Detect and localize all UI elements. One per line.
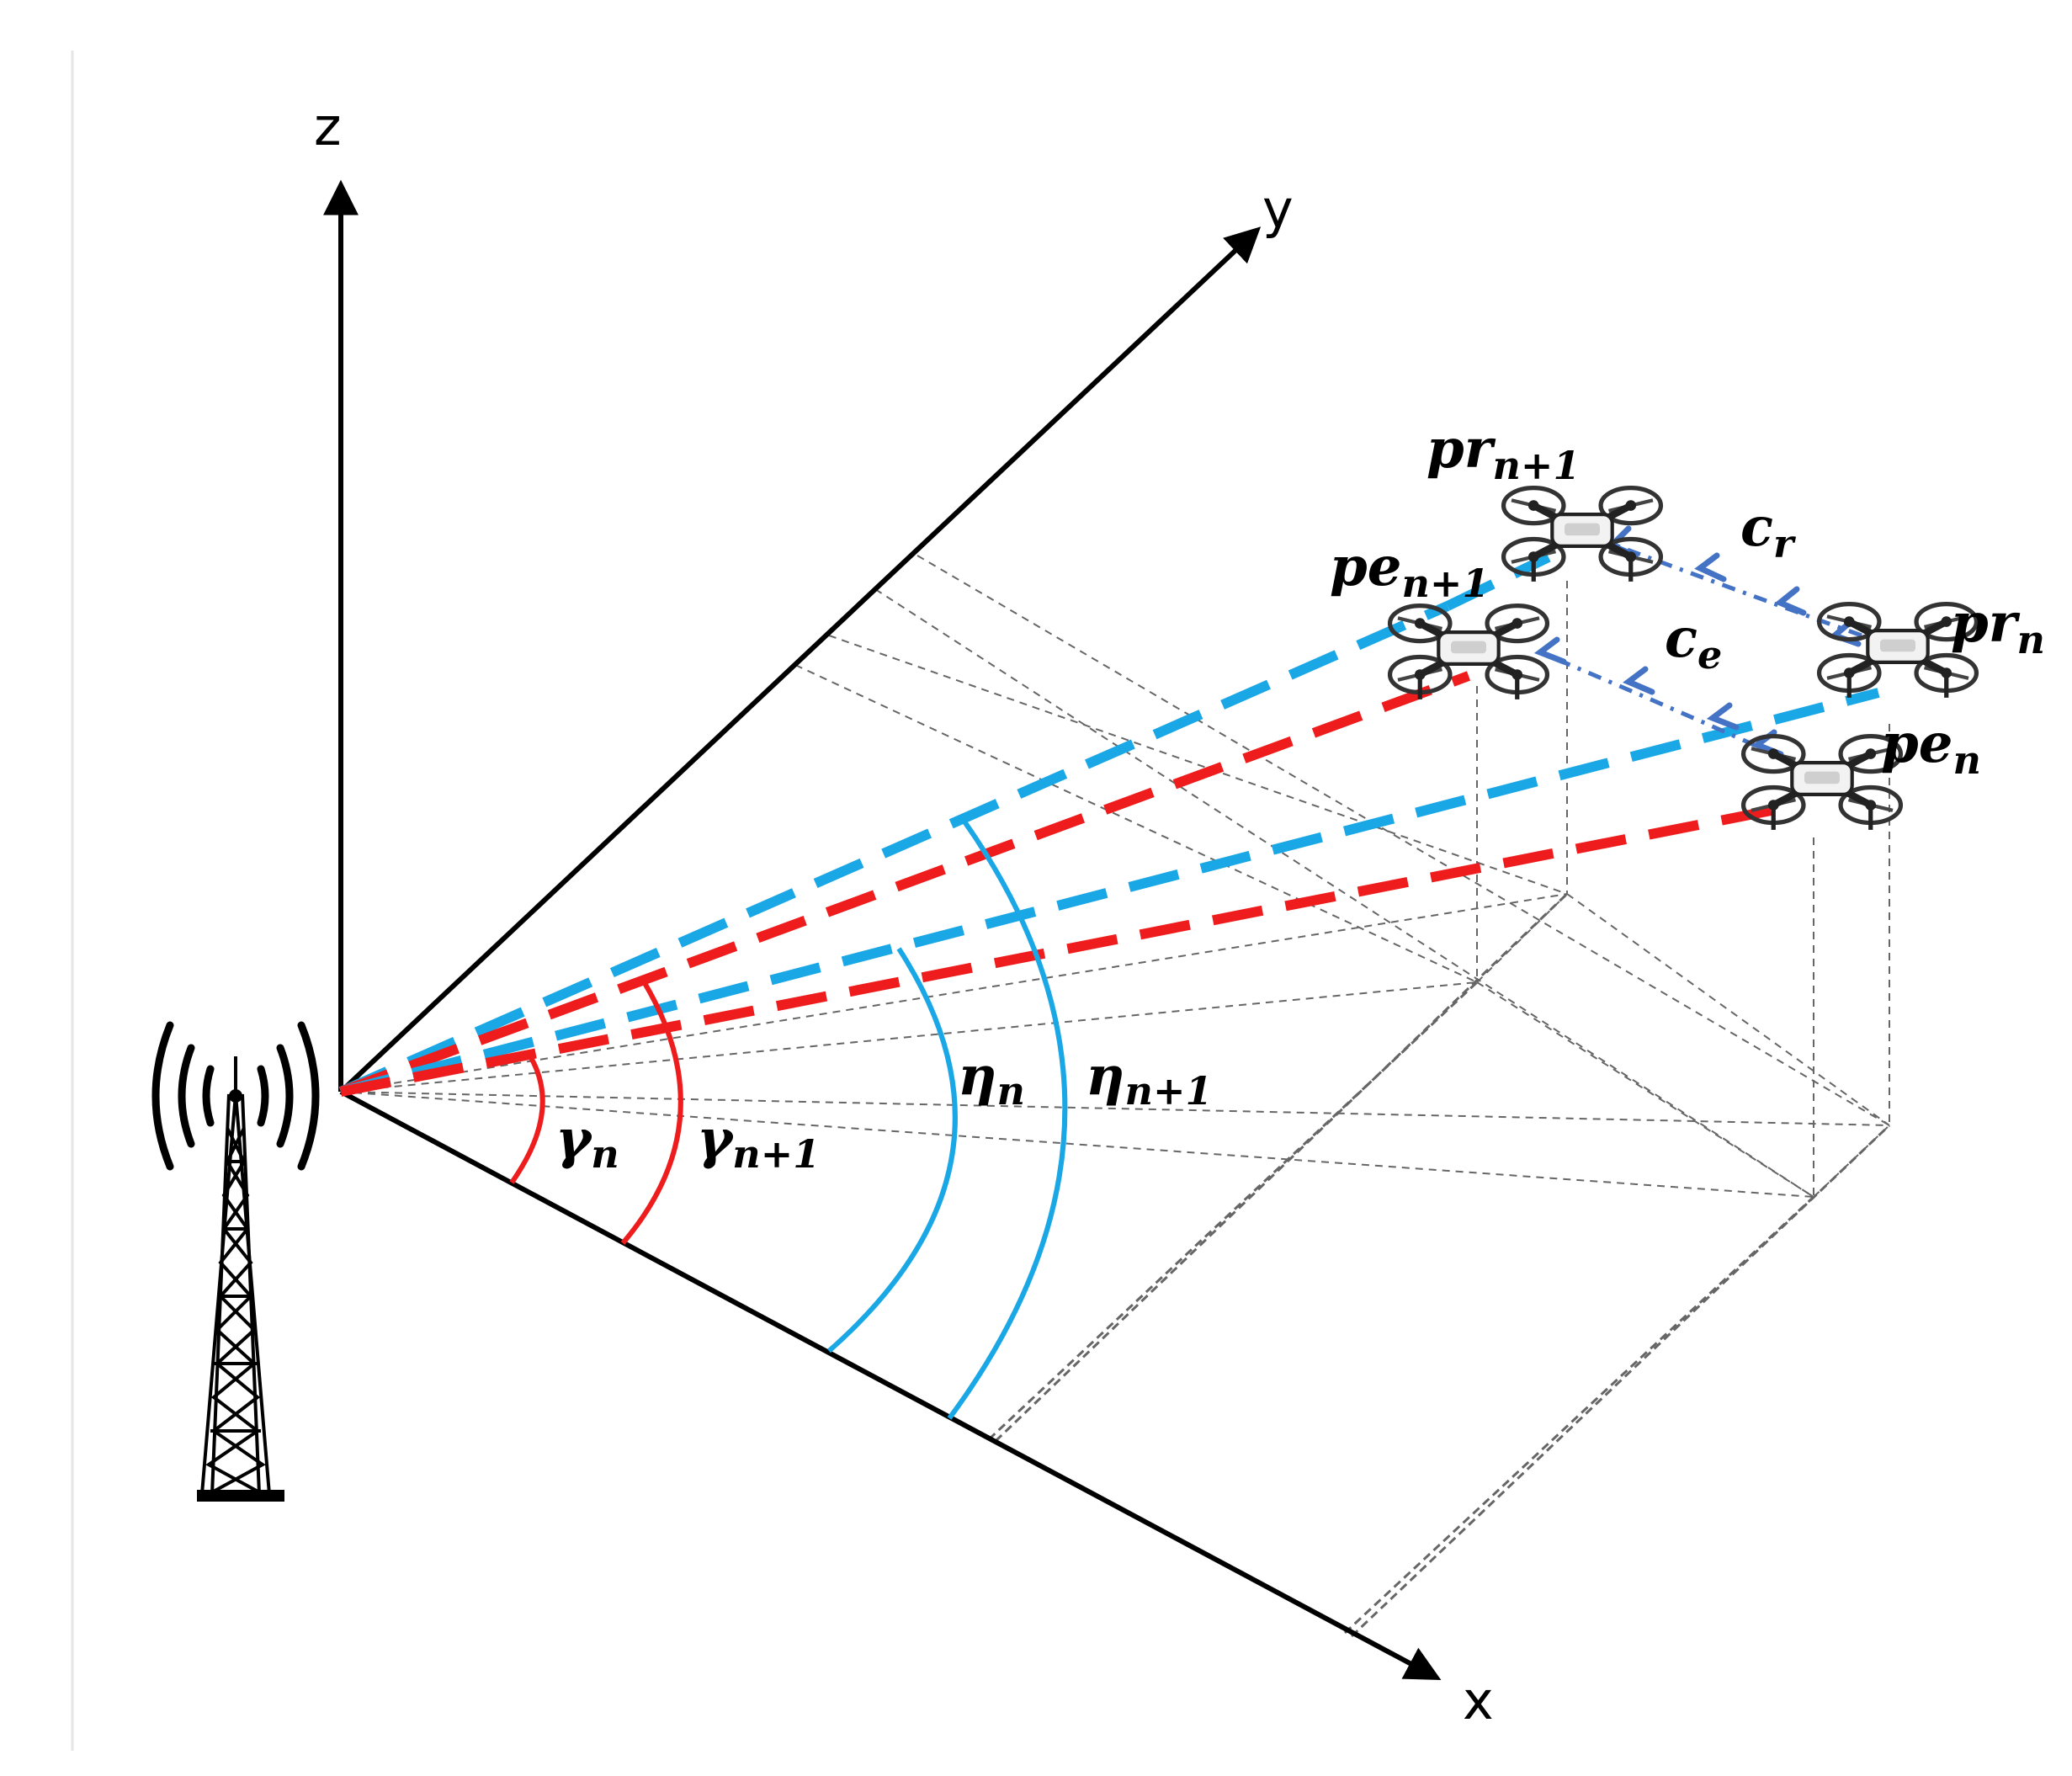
eta-n-arc bbox=[827, 947, 958, 1353]
signal-lines bbox=[338, 552, 1880, 1097]
angle-arcs bbox=[509, 816, 1068, 1420]
pe-n-sub: n bbox=[1952, 737, 1980, 783]
c-r-trajectory bbox=[1615, 543, 1862, 638]
pr-n-main: pr bbox=[1951, 592, 2021, 655]
pe-n-main: pe bbox=[1881, 712, 1952, 775]
pe-n-label: pen bbox=[1881, 712, 1981, 783]
signal-tower-icon bbox=[151, 1021, 320, 1502]
pr-n-label: prn bbox=[1951, 592, 2045, 662]
c-r-sub: r bbox=[1773, 521, 1797, 566]
z-axis-label: z bbox=[314, 96, 342, 157]
pe-n1-main: pe bbox=[1330, 535, 1401, 598]
gamma-n-main: γ bbox=[555, 1108, 593, 1171]
y-axis bbox=[338, 226, 1262, 1094]
gamma-n-arc bbox=[509, 1055, 545, 1184]
pe-n1-label: pen+1 bbox=[1330, 535, 1489, 606]
projection-guides bbox=[340, 555, 1890, 1198]
c-r-main: c bbox=[1740, 496, 1773, 559]
blue-line-pe-n bbox=[339, 688, 1880, 1097]
gamma-n1-main: γ bbox=[697, 1108, 735, 1171]
c-r-label: cr bbox=[1740, 496, 1797, 566]
coordinate-axes bbox=[323, 179, 1442, 1680]
eta-n1-label: ηn+1 bbox=[1086, 1045, 1213, 1114]
pr-n-sub: n bbox=[2016, 617, 2044, 662]
trajectory-arrows bbox=[1539, 543, 1862, 762]
gamma-n-sub: n bbox=[591, 1131, 619, 1177]
eta-n-sub: n bbox=[997, 1068, 1025, 1114]
y-axis-label: y bbox=[1262, 178, 1294, 240]
red-line-pe-n bbox=[339, 801, 1794, 1097]
gamma-n-label: γn bbox=[555, 1108, 619, 1177]
eta-n1-sub: n+1 bbox=[1125, 1068, 1213, 1114]
eta-n1-arc bbox=[947, 816, 1068, 1420]
blue-line-pe-n1 bbox=[338, 601, 1450, 1097]
gamma-n1-label: γn+1 bbox=[697, 1108, 820, 1177]
x-axis bbox=[339, 1089, 1442, 1680]
pr-n1-label: prn+1 bbox=[1426, 417, 1580, 488]
pr-n1-main: pr bbox=[1426, 417, 1496, 481]
c-e-label: ce bbox=[1665, 607, 1722, 678]
pe-n1-sub: n+1 bbox=[1401, 561, 1489, 606]
gamma-n1-sub: n+1 bbox=[732, 1131, 820, 1177]
pr-n1-sub: n+1 bbox=[1492, 443, 1580, 488]
x-axis-label: x bbox=[1463, 1670, 1494, 1731]
red-line-pe-n1 bbox=[338, 671, 1471, 1097]
gamma-n1-arc bbox=[620, 977, 683, 1245]
drone-icon bbox=[1390, 606, 1548, 699]
x-projection-guides bbox=[987, 892, 1891, 1638]
eta-n-label: ηn bbox=[958, 1045, 1025, 1114]
c-e-main: c bbox=[1665, 607, 1697, 670]
c-e-sub: e bbox=[1697, 632, 1722, 678]
eta-n-main: η bbox=[958, 1045, 997, 1108]
eta-n1-main: η bbox=[1086, 1045, 1125, 1108]
